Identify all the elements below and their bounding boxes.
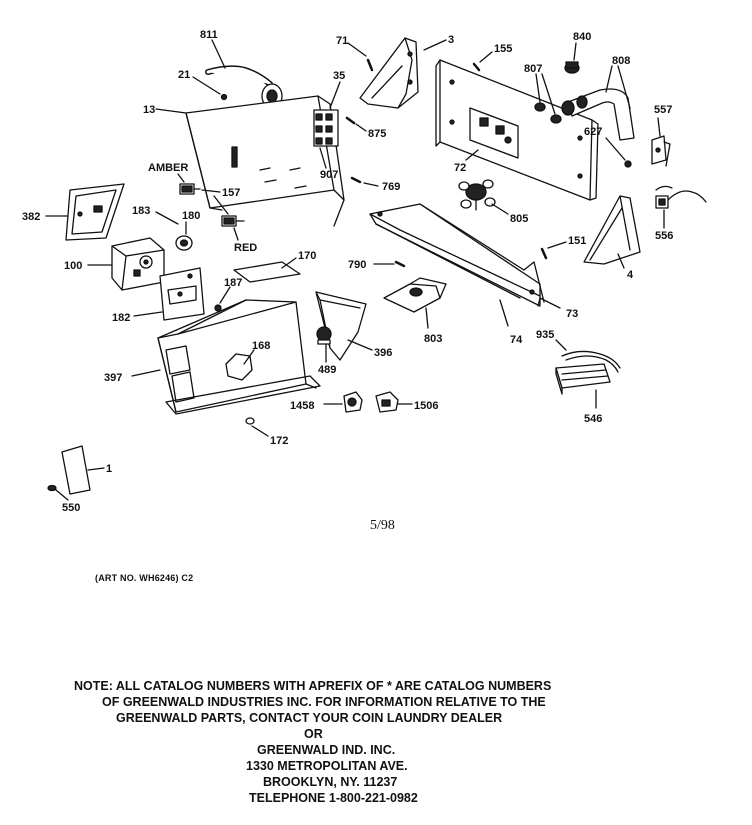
note-or: OR [304,727,323,741]
date-stamp: 5/98 [370,518,395,533]
part-397-housing [157,299,321,415]
catalog-note: NOTE: ALL CATALOG NUMBERS WITH APREFIX O… [74,678,714,806]
label-4: 4 [627,269,634,281]
part-840-knob [564,61,580,74]
label-172: 172 [270,435,288,447]
label-180: 180 [182,210,200,222]
part-1-instruction-card [61,445,91,495]
part-808-valve-handle [561,88,635,141]
label-71: 71 [336,35,348,47]
label-550: 550 [62,502,80,514]
label-13: 13 [143,104,155,116]
part-805-cam-switch [458,179,496,211]
part-73-manifold-rail [369,203,545,307]
part-546-wire-harness [555,350,621,395]
part-100-timer [111,237,165,291]
address-street: 1330 METROPOLITAN AVE. [246,759,408,773]
part-3-end-cap [359,37,419,109]
address-city: BROOKLYN, NY. 11237 [263,775,398,789]
label-35: 35 [333,70,345,82]
label-803: 803 [424,333,442,345]
label-21: 21 [178,69,190,81]
label-840: 840 [573,31,591,43]
label-1458: 1458 [290,400,314,412]
part-182-mounting-plate [159,267,205,321]
label-182: 182 [112,312,130,324]
part-489-switch [316,326,332,345]
part-amber-light [179,183,201,195]
label-74: 74 [510,334,523,346]
part-187-screw [214,304,222,312]
label-875: 875 [368,128,386,140]
label-187: 187 [224,277,242,289]
note-line-3: GREENWALD PARTS, CONTACT YOUR COIN LAUND… [116,711,503,725]
label-397: 397 [104,372,122,384]
part-21-screw [220,93,228,101]
label-red: RED [234,242,257,254]
part-396-shield [315,291,367,361]
part-180-grommet [175,235,193,251]
part-803-dispenser [383,277,447,313]
part-13-backsplash-panel [185,95,345,227]
part-1506-switch [375,391,399,413]
part-172-washer [245,417,255,425]
label-1506: 1506 [414,400,438,412]
part-72-control-panel [435,59,599,201]
part-1458-switch [343,391,363,413]
part-382-bezel [65,183,125,241]
label-1: 1 [106,463,112,475]
label-157: 157 [222,187,240,199]
exploded-parts-diagram: 811 21 10 13 35 907 875 [22,29,707,514]
label-73: 73 [566,308,578,320]
label-790: 790 [348,259,366,271]
part-red-light [221,215,245,227]
label-556: 556 [655,230,673,242]
label-935: 935 [536,329,554,341]
label-183: 183 [132,205,150,217]
label-811: 811 [200,29,218,41]
part-556-cord-switch [655,185,707,209]
part-170-gasket [233,261,301,283]
part-557-bracket [651,135,671,167]
part-807-washer-a [534,102,546,112]
label-557: 557 [654,104,672,116]
label-808: 808 [612,55,630,67]
address-company: GREENWALD IND. INC. [257,743,396,757]
part-907-terminal-block [313,109,339,147]
address-telephone: TELEPHONE 1-800-221-0982 [249,791,418,805]
label-155: 155 [494,43,512,55]
label-170: 170 [298,250,316,262]
label-3: 3 [448,34,454,46]
part-627-screw [624,160,632,168]
label-396: 396 [374,347,392,359]
part-550-screw [47,484,57,492]
part-4-side-bracket [583,195,641,265]
label-151: 151 [568,235,586,247]
note-line-1: NOTE: ALL CATALOG NUMBERS WITH APREFIX O… [74,679,552,693]
label-382: 382 [22,211,40,223]
note-line-2: OF GREENWALD INDUSTRIES INC. FOR INFORMA… [102,695,546,709]
label-489: 489 [318,364,336,376]
art-number: (ART NO. WH6246) C2 [95,573,194,583]
label-amber: AMBER [148,162,188,174]
label-100: 100 [64,260,82,272]
label-907: 907 [320,169,338,181]
label-72: 72 [454,162,466,174]
label-546: 546 [584,413,602,425]
label-807: 807 [524,63,542,75]
label-769: 769 [382,181,400,193]
part-807-washer-b [550,114,562,124]
label-805: 805 [510,213,528,225]
label-168: 168 [252,340,270,352]
label-627: 627 [584,126,602,138]
